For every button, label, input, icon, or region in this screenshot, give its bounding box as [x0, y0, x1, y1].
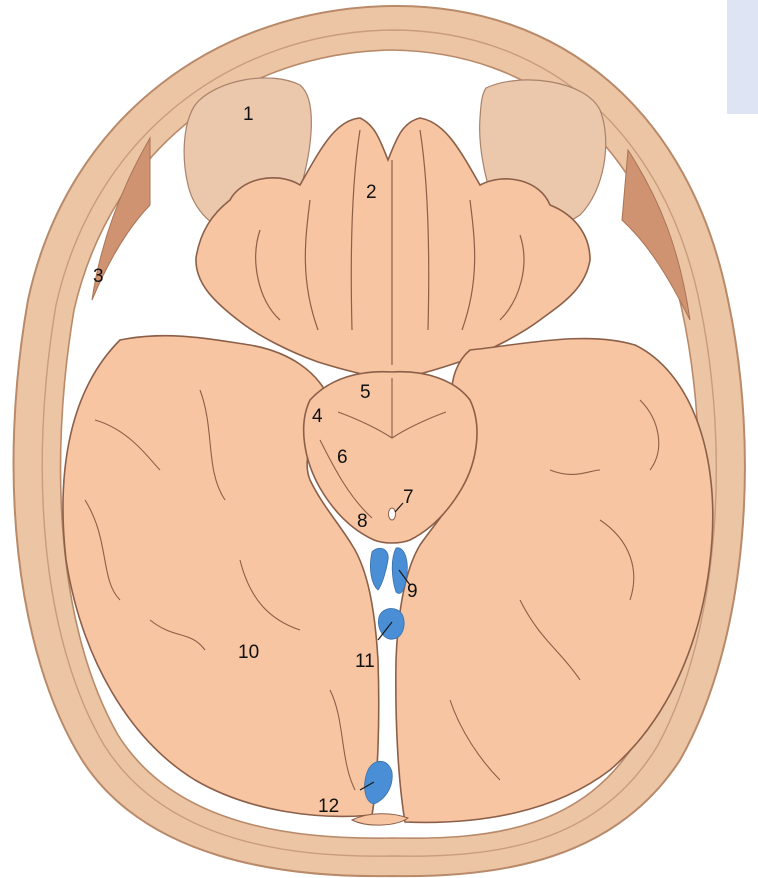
label-3: 3	[93, 266, 104, 287]
label-10: 10	[238, 642, 259, 663]
label-9: 9	[407, 581, 418, 602]
label-11: 11	[355, 651, 375, 672]
label-6: 6	[337, 447, 348, 468]
label-1: 1	[243, 104, 254, 125]
label-2: 2	[366, 182, 377, 203]
label-12: 12	[318, 796, 339, 817]
cerebral-aqueduct	[389, 508, 396, 520]
label-8: 8	[357, 511, 368, 532]
label-5: 5	[360, 382, 371, 403]
label-7: 7	[403, 487, 414, 508]
label-4: 4	[312, 406, 323, 427]
